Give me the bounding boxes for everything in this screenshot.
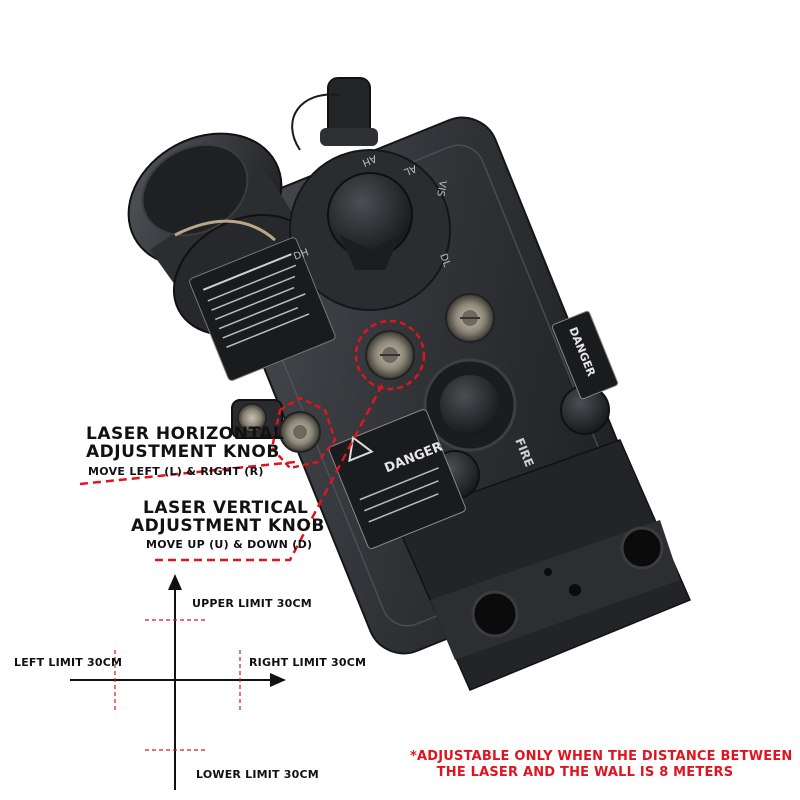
- horizontal-knob-highlight: [270, 396, 337, 470]
- svg-text:DH: DH: [292, 247, 310, 263]
- svg-text:VIS: VIS: [434, 179, 448, 197]
- horizontal-knob-title-2: ADJUSTMENT KNOB: [86, 442, 280, 462]
- right-limit-label: RIGHT LIMIT 30CM: [249, 656, 367, 669]
- svg-text:AH: AH: [361, 152, 378, 168]
- vertical-knob-title-2: ADJUSTMENT KNOB: [131, 516, 325, 536]
- horizontal-knob-title-1: LASER HORIZONTAL: [86, 424, 285, 444]
- vertical-axis-arrow: [168, 574, 182, 590]
- caution-label: [189, 237, 336, 381]
- danger-label-side: DANGER: [551, 310, 619, 400]
- horizontal-axis-arrow: [270, 673, 286, 687]
- vertical-knob-subtitle: MOVE UP (U) & DOWN (D): [146, 538, 313, 551]
- svg-text:DL: DL: [437, 252, 452, 269]
- rotary-selector: [289, 149, 451, 311]
- distance-note: *ADJUSTABLE ONLY WHEN THE DISTANCE BETWE…: [410, 749, 793, 781]
- danger-label: DANGER: [328, 409, 466, 550]
- lens-hole-2: [620, 526, 664, 570]
- lower-limit-label: LOWER LIMIT 30CM: [196, 768, 319, 781]
- coordinate-diagram: [70, 574, 286, 790]
- side-horizontal-knob: [231, 399, 321, 453]
- distance-note-line-2: THE LASER AND THE WALL IS 8 METERS: [436, 765, 734, 780]
- lens-hole-1: [471, 590, 519, 638]
- horizontal-knob-subtitle: MOVE LEFT (L) & RIGHT (R): [88, 465, 264, 478]
- vertical-knob-title-1: LASER VERTICAL: [143, 498, 309, 518]
- top-switch: [291, 77, 378, 151]
- vertical-leader-line: [155, 384, 384, 562]
- upper-limit-label: UPPER LIMIT 30CM: [192, 597, 312, 610]
- svg-text:AL: AL: [402, 162, 418, 177]
- vertical-knob-highlight: [354, 319, 426, 391]
- horizontal-leader-line: [79, 460, 296, 486]
- left-limit-label: LEFT LIMIT 30CM: [14, 656, 123, 669]
- distance-note-line-1: *ADJUSTABLE ONLY WHEN THE DISTANCE BETWE…: [410, 749, 793, 764]
